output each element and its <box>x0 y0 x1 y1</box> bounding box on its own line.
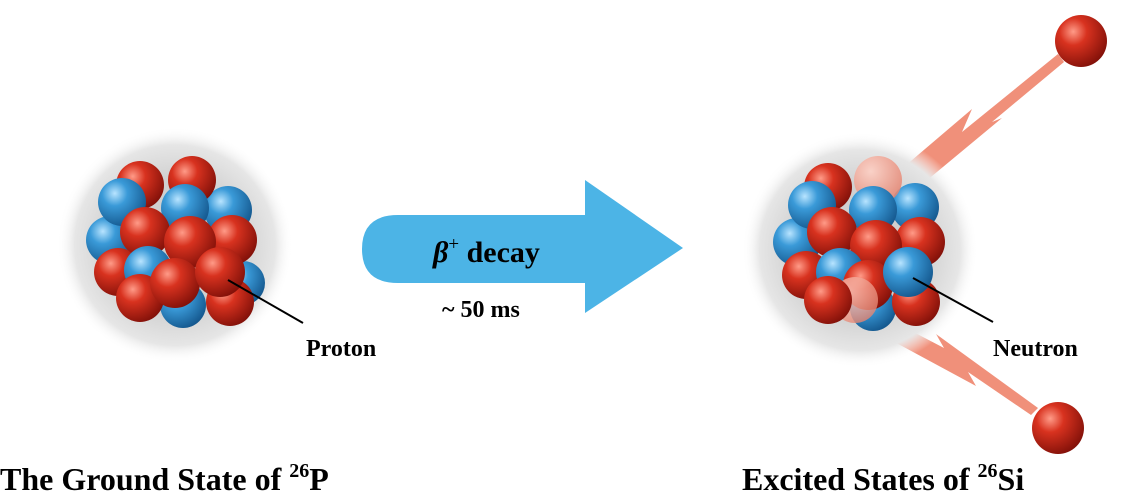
half-life-label: ~ 50 ms <box>442 297 520 323</box>
right-caption-mass: 26 <box>978 460 998 482</box>
decay-label: β+ decay <box>432 234 540 269</box>
emitted-proton-bottom <box>1032 402 1084 454</box>
nucleus-26si <box>742 132 978 368</box>
decay-word: decay <box>459 236 540 269</box>
decay-sup: + <box>448 234 459 255</box>
lightning-bolt-top <box>898 54 1064 196</box>
proton <box>150 258 200 308</box>
left-caption-element: P <box>309 461 329 497</box>
proton <box>807 207 857 257</box>
neutron-label: Neutron <box>993 336 1078 362</box>
proton-highlighted <box>195 247 245 297</box>
left-caption: The Ground State of 26P <box>0 460 329 497</box>
proton <box>120 207 170 257</box>
decay-symbol: β <box>432 236 449 269</box>
proton-pointer-line <box>227 279 304 324</box>
left-caption-mass: 26 <box>289 460 309 482</box>
right-caption-element: Si <box>998 461 1025 497</box>
emitted-proton-top <box>1055 15 1107 67</box>
right-caption: Excited States of 26Si <box>742 460 1024 497</box>
left-caption-prefix: The Ground State of <box>0 461 289 497</box>
right-caption-prefix: Excited States of <box>742 461 978 497</box>
neutron-pointer-line <box>912 277 994 323</box>
neutron-highlighted <box>883 247 933 297</box>
nucleus-26p <box>57 127 293 363</box>
decay-arrow <box>362 180 683 313</box>
proton-label: Proton <box>306 336 376 362</box>
proton <box>804 276 852 324</box>
